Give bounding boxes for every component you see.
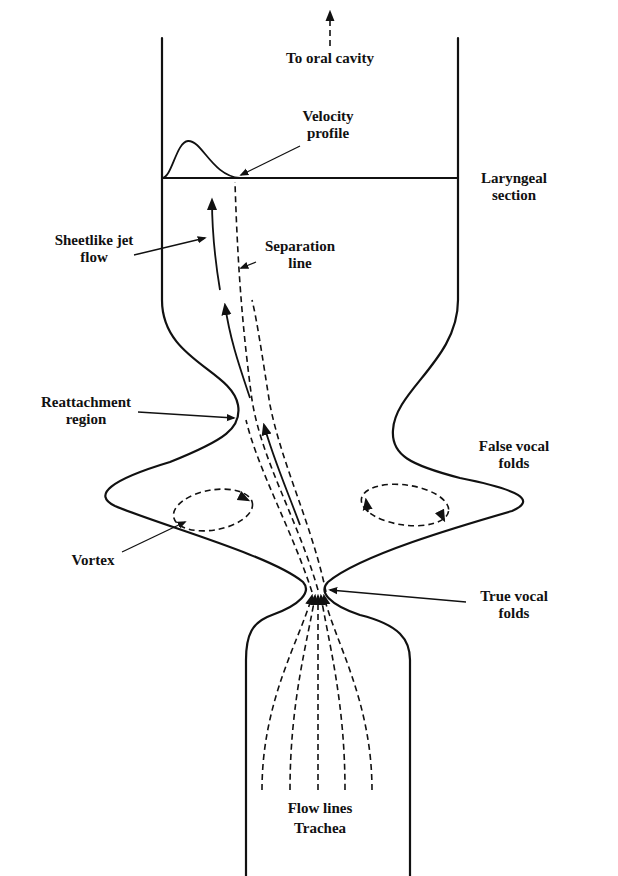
flow-line [262,596,312,790]
vortex-arrow [240,496,248,500]
flow-line [246,420,312,592]
part-label: Flow lines [278,800,362,817]
flow-line [317,596,319,790]
part-label: To oral cavity [285,50,375,67]
vortex [359,479,452,531]
leader-line [241,146,300,175]
vortex [170,483,256,536]
right-wall [325,38,524,876]
part-label: Laryngeal section [468,170,560,205]
jet-arrow [225,305,250,398]
leader-line [138,412,234,418]
flow-line [324,596,372,790]
vortex-arrow [366,500,368,512]
part-label: False vocal folds [466,438,562,473]
flow-line [290,596,315,790]
part-label: Velocity profile [290,108,366,143]
centre-line [329,12,331,46]
velocity-profile [162,141,240,178]
part-label: Trachea [280,820,360,837]
part-label: Separation line [254,238,346,273]
leader-line [134,238,205,255]
jet-arrow [264,425,300,525]
leader-line [122,522,185,552]
section-line [162,177,458,179]
flow-line [252,300,326,592]
leader-line [241,262,256,268]
part-label: Reattachment region [30,394,142,429]
vortex-arrow [440,512,444,520]
part-label: Vortex [62,552,124,569]
part-label: Sheetlike jet flow [52,232,136,267]
leader-line [330,590,466,602]
jet-arrow [212,200,220,290]
part-label: True vocal folds [466,588,562,623]
left-wall [105,38,306,876]
